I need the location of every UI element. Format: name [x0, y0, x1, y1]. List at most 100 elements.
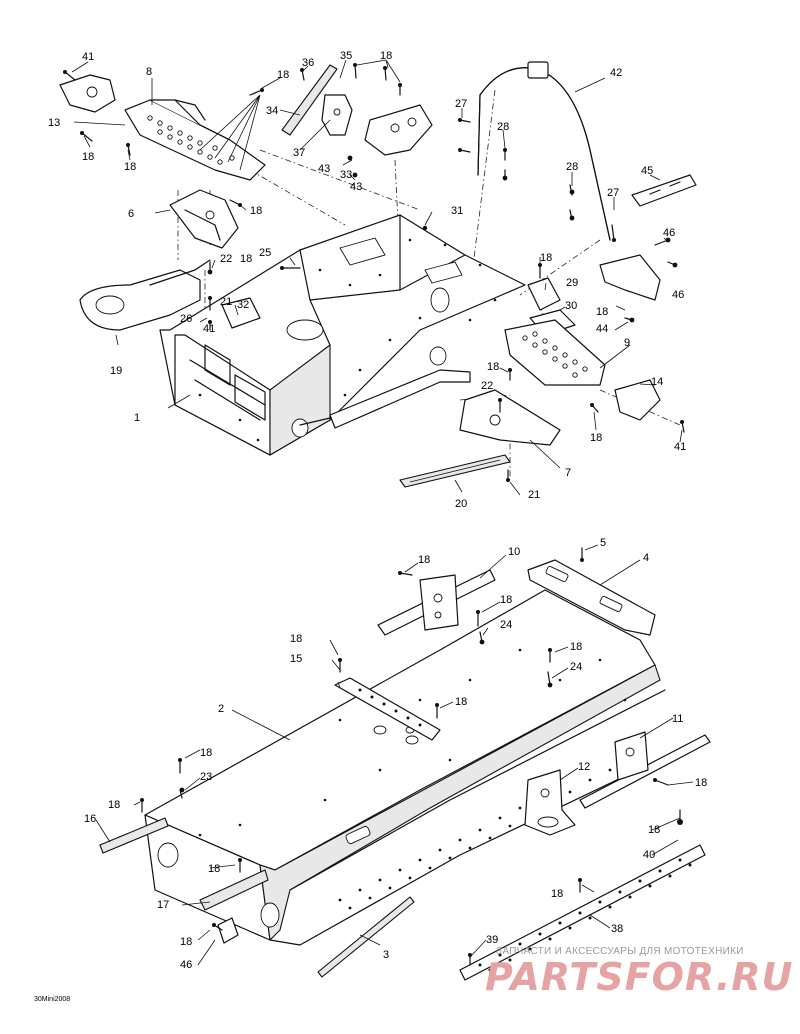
label-46: 46 [672, 289, 684, 301]
label-18: 18 [82, 151, 94, 163]
part-34-strap [281, 64, 338, 136]
label-18: 18 [180, 936, 192, 948]
part-7-brace [459, 389, 561, 446]
part-19-skid-plate [79, 259, 211, 331]
part-2-tunnel [144, 589, 691, 946]
label-34: 34 [266, 105, 278, 117]
label-41: 41 [82, 51, 94, 63]
label-18: 18 [380, 50, 392, 62]
label-31: 31 [451, 205, 463, 217]
label-24: 24 [570, 661, 582, 673]
part-13-bracket [59, 74, 116, 113]
label-22: 22 [220, 253, 232, 265]
label-45: 45 [641, 165, 653, 177]
label-18: 18 [455, 696, 467, 708]
label-18: 18 [487, 361, 499, 373]
label-36: 36 [302, 57, 314, 69]
label-12: 12 [578, 761, 590, 773]
label-18: 18 [208, 863, 220, 875]
label-44: 44 [596, 323, 608, 335]
upper-frame-assembly: 41 8 18 36 35 18 13 18 18 34 37 43 33 43… [48, 50, 697, 510]
label-39: 39 [486, 934, 498, 946]
label-35: 35 [340, 50, 352, 62]
label-6: 6 [128, 208, 134, 220]
label-42: 42 [610, 67, 622, 79]
part-17-angle-bar [199, 869, 269, 911]
label-23: 23 [200, 771, 212, 783]
part-4-rear-plate [527, 559, 656, 636]
part-6-bracket [169, 189, 239, 249]
part-33-plate [364, 104, 433, 156]
label-22: 22 [481, 380, 493, 392]
label-11: 11 [672, 713, 683, 725]
label-28: 28 [566, 161, 578, 173]
part-32-bracket [221, 297, 261, 329]
reference-code: 30Mini2008 [34, 996, 70, 1003]
label-18: 18 [500, 594, 512, 606]
label-18: 18 [108, 799, 120, 811]
label-18: 18 [240, 253, 252, 265]
label-41: 41 [674, 441, 686, 453]
label-28: 28 [497, 121, 509, 133]
part-11-bracket-bar [579, 731, 711, 809]
watermark-tagline: ЗАПЧАСТИ И АКСЕССУАРЫ ДЛЯ МОТОТЕХНИКИ [496, 946, 744, 957]
label-25: 25 [259, 247, 271, 259]
label-43: 43 [318, 163, 330, 175]
label-30: 30 [565, 300, 577, 312]
part-15-rail [334, 677, 441, 741]
label-18: 18 [124, 161, 136, 173]
label-16: 16 [84, 813, 96, 825]
label-18: 18 [570, 641, 582, 653]
label-2: 2 [218, 703, 224, 715]
label-18: 18 [596, 306, 608, 318]
label-46: 46 [663, 227, 675, 239]
label-17: 17 [157, 899, 169, 911]
part-16-rod [99, 817, 169, 854]
watermark-logo: PARTSFOR.RU [485, 955, 793, 999]
part-37-bracket [321, 94, 353, 136]
part-1-main-frame [159, 214, 526, 456]
label-13: 13 [48, 117, 60, 129]
part-8-left-footrest [124, 99, 266, 181]
label-18: 18 [695, 777, 707, 789]
label-26: 26 [180, 313, 192, 325]
label-32: 32 [237, 299, 249, 311]
label-7: 7 [565, 467, 571, 479]
label-18: 18 [648, 824, 660, 836]
label-18: 18 [540, 252, 552, 264]
part-42-steering-support [477, 61, 611, 241]
part-20-strip [399, 454, 511, 488]
label-19: 19 [110, 365, 122, 377]
part-45-plate [631, 174, 697, 207]
label-18: 18 [418, 554, 430, 566]
label-4: 4 [643, 552, 649, 564]
label-18: 18 [590, 432, 602, 444]
label-3: 3 [383, 949, 389, 961]
label-40: 40 [643, 849, 655, 861]
label-27: 27 [455, 98, 467, 110]
label-41: 41 [203, 323, 215, 335]
part-14-bracket [614, 379, 661, 421]
watermark: ЗАПЧАСТИ И АКСЕССУАРЫ ДЛЯ МОТОТЕХНИКИ PA… [485, 946, 793, 999]
label-24: 24 [500, 619, 512, 631]
label-21: 21 [220, 296, 232, 308]
leader-lines-upper [71, 59, 683, 496]
label-10: 10 [508, 546, 520, 558]
label-27: 27 [607, 187, 619, 199]
part-10-bracket-bar [377, 569, 496, 636]
label-18: 18 [277, 69, 289, 81]
part-3-rod [317, 896, 415, 978]
label-46: 46 [180, 959, 192, 971]
part-9-right-footrest [504, 319, 606, 386]
part-46-small-plate [217, 917, 239, 944]
label-38: 38 [611, 923, 623, 935]
label-37: 37 [293, 147, 305, 159]
label-1: 1 [134, 412, 140, 424]
label-43: 43 [350, 181, 362, 193]
label-18: 18 [200, 747, 212, 759]
label-29: 29 [566, 277, 578, 289]
label-33: 33 [340, 169, 352, 181]
part-38-runner-strip [459, 844, 706, 981]
label-18: 18 [290, 633, 302, 645]
